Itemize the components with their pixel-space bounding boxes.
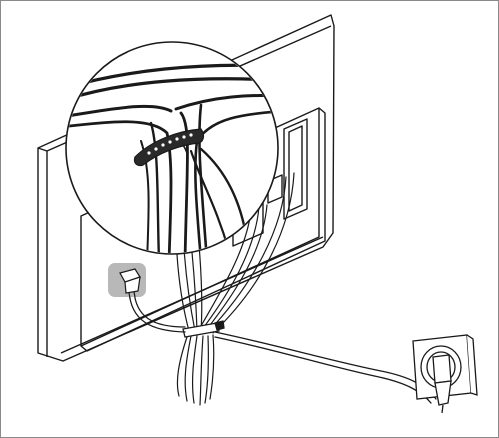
wall-plug <box>433 355 451 383</box>
cable-strand <box>185 336 191 401</box>
cable-strand <box>205 336 208 403</box>
power-connector-icon <box>108 263 146 298</box>
cable-strand <box>200 336 203 405</box>
cable-strand <box>193 336 197 403</box>
tv-terminal-recess <box>284 119 307 219</box>
wall-outlet-icon <box>413 335 477 413</box>
cable-tie-icon <box>183 321 224 337</box>
cable-strand <box>210 335 214 399</box>
